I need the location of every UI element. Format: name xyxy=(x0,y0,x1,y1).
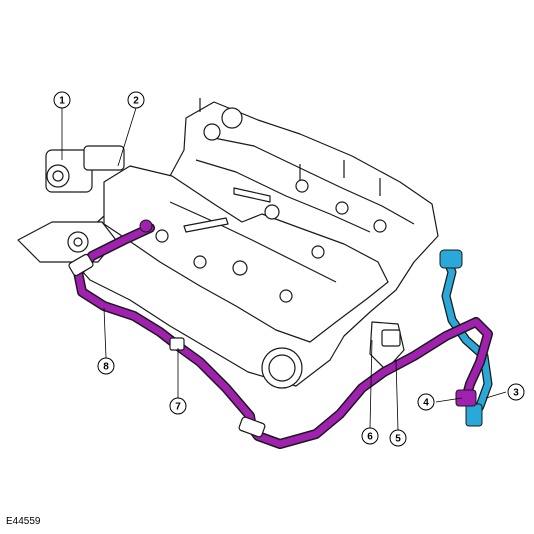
callout-label: 7 xyxy=(175,402,181,413)
figure-code: E44559 xyxy=(6,516,41,527)
blue-hose xyxy=(439,249,493,427)
callout-8: 8 xyxy=(97,357,115,375)
callout-label: 2 xyxy=(133,96,139,107)
callout-1: 1 xyxy=(53,91,71,109)
callout-6: 6 xyxy=(361,427,379,445)
manifold-assembly xyxy=(17,98,439,389)
callout-label: 8 xyxy=(103,362,109,373)
callout-7: 7 xyxy=(169,397,187,415)
callout-label: 5 xyxy=(395,434,401,445)
callout-label: 3 xyxy=(513,388,519,399)
callout-label: 4 xyxy=(423,398,429,409)
callout-5: 5 xyxy=(389,429,407,447)
callouts: 1 2 3 4 5 6 7 8 xyxy=(53,91,525,447)
callout-label: 1 xyxy=(59,96,65,107)
callout-label: 6 xyxy=(367,432,373,443)
callout-2: 2 xyxy=(127,91,145,109)
leader-lines xyxy=(61,107,507,431)
callout-4: 4 xyxy=(417,393,435,411)
callout-3: 3 xyxy=(507,383,525,401)
purple-hose xyxy=(68,219,493,449)
